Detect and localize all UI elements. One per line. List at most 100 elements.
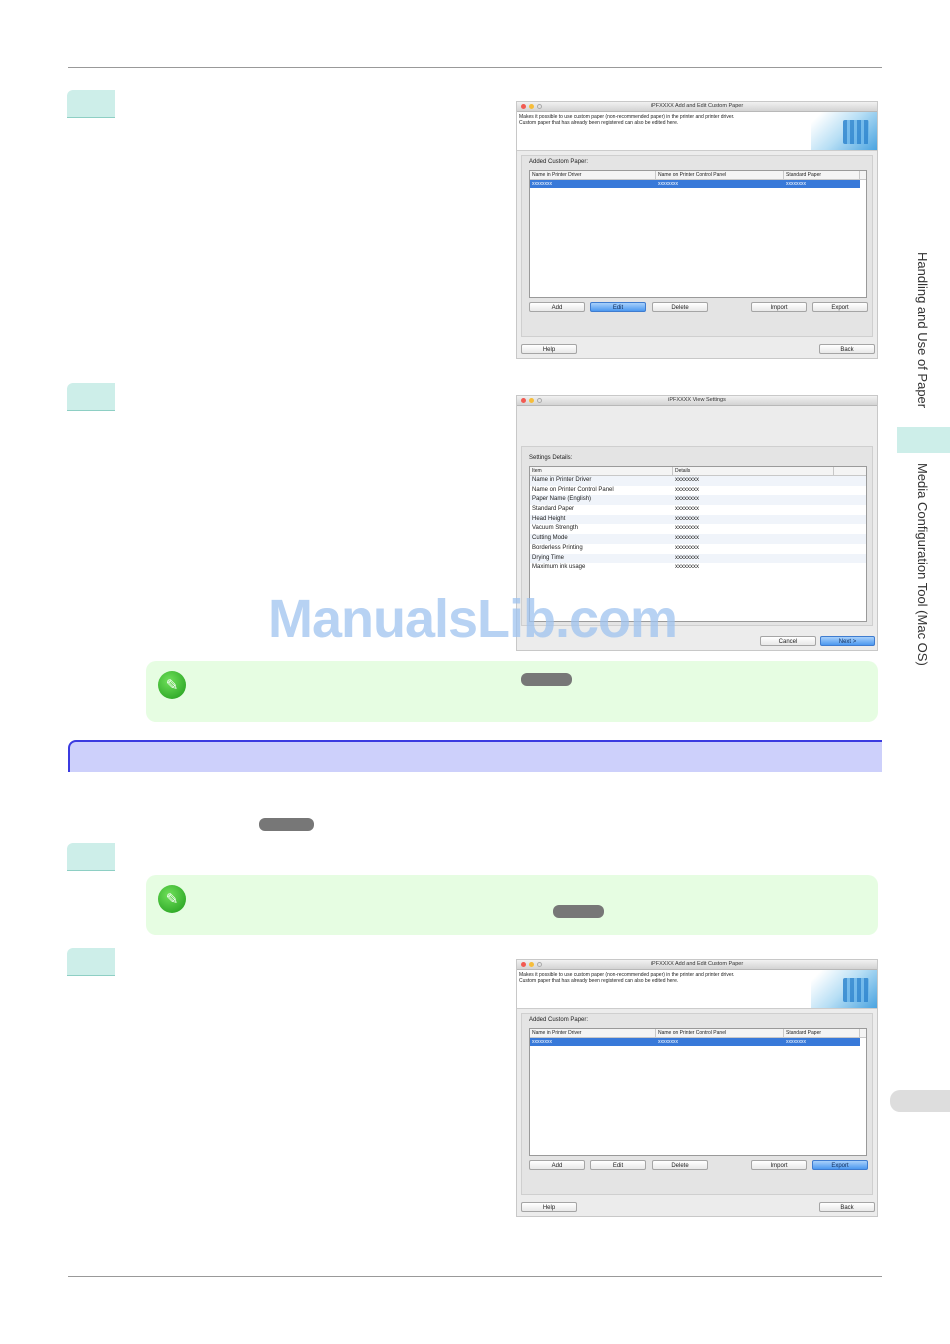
custom-paper-group: Added Custom Paper: Name in Printer Driv… (521, 1013, 873, 1195)
group-label: Settings Details: (529, 455, 573, 461)
zoom-icon[interactable] (537, 962, 542, 967)
reference-link[interactable] (259, 818, 314, 831)
next-button[interactable]: Next > (820, 636, 875, 646)
import-button[interactable]: Import (751, 302, 807, 312)
edit-button[interactable]: Edit (590, 1160, 646, 1170)
delete-button[interactable]: Delete (652, 1160, 708, 1170)
minimize-icon[interactable] (529, 398, 534, 403)
side-tab-marker (897, 427, 950, 453)
title-bar: iPFXXXX View Settings (517, 396, 877, 406)
cell-panel-name: xxxxxxxx (658, 181, 678, 187)
top-rule (68, 67, 882, 68)
reference-link[interactable] (521, 673, 572, 686)
details-cell: xxxxxxxx (675, 535, 699, 542)
item-cell: Name on Printer Control Panel (532, 486, 614, 493)
list-header: Item Details (530, 467, 866, 476)
table-row[interactable]: Paper Name (English)xxxxxxxx (530, 495, 866, 506)
add-button[interactable]: Add (529, 302, 585, 312)
column-header[interactable]: Standard Paper (784, 1029, 860, 1037)
table-row[interactable]: Drying Time xxxxxxxx (530, 553, 866, 564)
table-row[interactable]: Name in Printer Driver xxxxxxxx (530, 476, 866, 486)
info-line-2: Custom paper that has already been regis… (519, 120, 679, 126)
export-button[interactable]: Export (812, 302, 868, 312)
minimize-icon[interactable] (529, 104, 534, 109)
item-cell: Cutting Mode (532, 535, 568, 542)
cell-driver-name: xxxxxxxx (532, 181, 552, 187)
info-line-1: Makes it possible to use custom paper (n… (519, 972, 735, 978)
custom-paper-list[interactable]: Name in Printer Driver Name on Printer C… (529, 1028, 867, 1156)
window-title: iPFXXXX Add and Edit Custom Paper (650, 961, 744, 967)
export-button[interactable]: Export (812, 1160, 868, 1170)
item-cell: Vacuum Strength (532, 525, 578, 532)
column-header[interactable]: Name in Printer Driver (530, 171, 656, 179)
add-edit-dialog-export: iPFXXXX Add and Edit Custom Paper Makes … (516, 959, 878, 1217)
list-header: Name in Printer Driver Name on Printer C… (530, 171, 866, 180)
title-bar: iPFXXXX Add and Edit Custom Paper (517, 102, 877, 112)
title-bar: iPFXXXX Add and Edit Custom Paper (517, 960, 877, 970)
back-button[interactable]: Back (819, 344, 875, 354)
column-header[interactable]: Name on Printer Control Panel (656, 171, 784, 179)
window-title: iPFXXXX Add and Edit Custom Paper (650, 103, 744, 109)
item-cell: Paper Name (English) (532, 496, 592, 503)
section-heading-bar (68, 740, 882, 772)
reference-link[interactable] (553, 905, 604, 918)
list-item[interactable]: xxxxxxxx xxxxxxxx xxxxxxxx (530, 180, 860, 188)
details-cell: xxxxxxxx (675, 486, 699, 493)
pencil-note-icon: ✎ (158, 885, 186, 913)
edit-button[interactable]: Edit (590, 302, 646, 312)
item-cell: Name in Printer Driver (532, 477, 592, 483)
window-title: iPFXXXX View Settings (668, 397, 726, 403)
minimize-icon[interactable] (529, 962, 534, 967)
details-cell: xxxxxxxx (675, 506, 699, 513)
item-cell: Drying Time (532, 554, 565, 561)
column-header[interactable]: Name on Printer Control Panel (656, 1029, 784, 1037)
zoom-icon[interactable] (537, 104, 542, 109)
details-cell: xxxxxxxx (675, 477, 699, 483)
note-box-1: ✎ (146, 661, 878, 722)
column-header[interactable]: Standard Paper (784, 171, 860, 179)
cell-driver-name: xxxxxxxx (532, 1039, 552, 1045)
add-button[interactable]: Add (529, 1160, 585, 1170)
close-icon[interactable] (521, 104, 526, 109)
bottom-rule (68, 1276, 882, 1277)
add-edit-dialog-edit: iPFXXXX Add and Edit Custom Paper Makes … (516, 101, 878, 359)
settings-details-group: Settings Details: Item Details Name in P… (521, 446, 873, 626)
side-chapter-label: Media Configuration Tool (Mac OS) (915, 463, 930, 666)
cancel-button[interactable]: Cancel (760, 636, 816, 646)
side-section-label: Handling and Use of Paper (915, 252, 930, 409)
list-item[interactable]: xxxxxxxx xxxxxxxx xxxxxxxx (530, 1038, 860, 1046)
table-row[interactable]: Vacuum Strength xxxxxxxx (530, 524, 866, 534)
help-button[interactable]: Help (521, 1202, 577, 1212)
group-label: Added Custom Paper: (529, 159, 589, 165)
help-button[interactable]: Help (521, 344, 577, 354)
settings-details-list[interactable]: Item Details Name in Printer Driver xxxxx… (529, 466, 867, 622)
group-label: Added Custom Paper: (529, 1017, 589, 1023)
watermark: ManualsLib.com (268, 589, 678, 649)
column-header[interactable]: Item (530, 467, 673, 475)
paper-art-icon (811, 112, 877, 150)
details-cell: xxxxxxxx (675, 554, 699, 561)
custom-paper-list[interactable]: Name in Printer Driver Name on Printer C… (529, 170, 867, 298)
step-marker-3 (67, 843, 115, 871)
view-settings-dialog: iPFXXXX View Settings Settings Details: … (516, 395, 878, 651)
column-header[interactable]: Name in Printer Driver (530, 1029, 656, 1037)
cell-panel-name: xxxxxxxx (658, 1039, 678, 1045)
close-icon[interactable] (521, 398, 526, 403)
back-button[interactable]: Back (819, 1202, 875, 1212)
zoom-icon[interactable] (537, 398, 542, 403)
step-marker-2 (67, 383, 115, 411)
cell-standard-paper: xxxxxxxx (786, 181, 806, 187)
table-row[interactable]: Cutting Mode xxxxxxxx (530, 534, 866, 544)
close-icon[interactable] (521, 962, 526, 967)
details-cell: xxxxxxxx (675, 525, 699, 532)
info-line-1: Makes it possible to use custom paper (n… (519, 114, 735, 120)
import-button[interactable]: Import (751, 1160, 807, 1170)
table-row[interactable]: Name on Printer Control Panel xxxxxxxx (530, 486, 866, 496)
column-header[interactable]: Details (673, 467, 834, 475)
delete-button[interactable]: Delete (652, 302, 708, 312)
details-cell: xxxxxxxx (675, 544, 699, 551)
